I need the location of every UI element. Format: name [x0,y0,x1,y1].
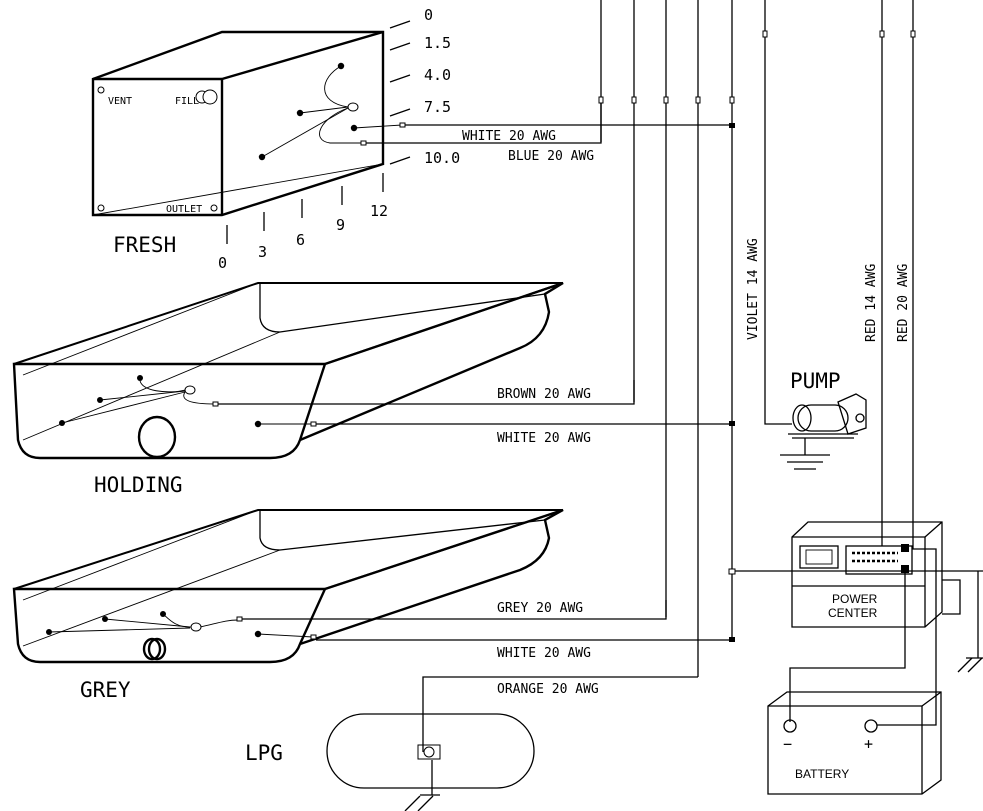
battery: − + BATTERY [767,691,942,795]
wire-bundle [598,0,916,677]
holding-tank-label: HOLDING [94,473,183,497]
vent-fitting [97,86,105,94]
power-center: POWER CENTER [735,521,983,726]
grey-tank: GREY 20 AWG WHITE 20 AWG GREY [12,508,732,702]
fresh-bottom-scale-2: 6 [296,231,305,249]
red20-wire-label: RED 20 AWG [896,264,911,342]
grey-tank-label: GREY [80,678,131,702]
holding-white-wire-label: WHITE 20 AWG [497,431,591,446]
lpg-orange-wire [422,676,698,752]
violet-wire-label: VIOLET 14 AWG [746,238,761,340]
holding-brown-wire [218,380,635,405]
holding-brown-wire-label: BROWN 20 AWG [497,387,591,402]
lpg-orange-wire-label: ORANGE 20 AWG [497,682,599,697]
pump-label: PUMP [790,369,841,393]
fresh-vent-label: VENT [108,96,132,107]
battery-positive-wire [877,546,937,726]
grey-white-wire-label: WHITE 20 AWG [497,646,591,661]
outlet-fitting [210,204,218,212]
fresh-corner-fitting [97,204,105,212]
holding-sender-connector [184,385,196,395]
lpg-tank: ORANGE 20 AWG LPG [245,676,698,811]
battery-label: BATTERY [795,767,849,781]
fresh-fill-label: FILL [175,96,199,107]
battery-positive-label: + [864,735,873,753]
power-center-label-line2: CENTER [828,606,878,620]
fresh-tank: VENT FILL OUTLET WHITE 20 AWG BLUE 20 AW… [91,6,732,272]
fresh-scale-3: 7.5 [424,98,451,116]
pump-wire [764,420,792,425]
fresh-tank-label: FRESH [113,233,176,257]
fill-fitting [202,89,218,105]
fresh-bottom-scale-0: 0 [218,254,227,272]
grey-sender-connector [190,622,202,632]
battery-negative-terminal [783,719,797,733]
grey-grey-wire-label: GREY 20 AWG [497,601,583,616]
fresh-sender-connector [347,102,359,112]
grey-grey-wire [242,600,667,620]
fresh-bottom-scale-3: 9 [336,216,345,234]
fresh-scale-4: 10.0 [424,149,460,167]
fresh-blue-wire-label: BLUE 20 AWG [508,149,594,164]
grey-drain [147,637,167,661]
battery-negative-label: − [783,735,792,753]
holding-tank: BROWN 20 AWG WHITE 20 AWG HOLDING [12,281,732,497]
fresh-blue-wire [366,103,602,144]
pump: PUMP [764,369,867,470]
holding-drain [137,415,177,459]
fresh-scale-1: 1.5 [424,34,451,52]
red14-wire-label: RED 14 AWG [864,264,879,342]
battery-negative-wire [789,572,906,722]
fresh-scale-0: 0 [424,6,433,24]
fresh-bottom-scale-1: 3 [258,243,267,261]
grey-drain-outer [142,637,162,661]
power-center-label-line1: POWER [832,592,878,606]
fresh-bottom-scale-4: 12 [370,202,388,220]
fresh-white-wire-label: WHITE 20 AWG [462,129,556,144]
fresh-outlet-label: OUTLET [166,204,202,215]
lpg-tank-label: LPG [245,741,283,765]
battery-positive-terminal [864,719,878,733]
fresh-scale-2: 4.0 [424,66,451,84]
